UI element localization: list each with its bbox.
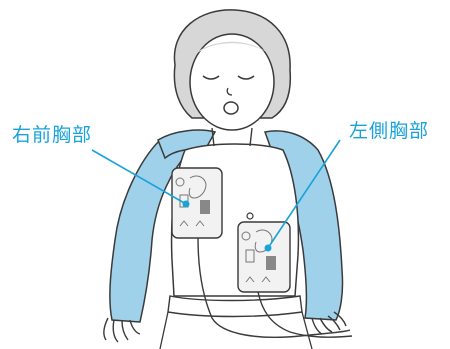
pad-left-side (237, 221, 291, 293)
head (173, 9, 292, 131)
callout-dot-right-chest (182, 200, 190, 208)
callout-line-left-chest (267, 139, 341, 249)
callout-line-right-chest (91, 149, 187, 205)
towel-left (109, 129, 217, 323)
callout-dot-left-chest (264, 244, 272, 252)
towel-right (264, 130, 344, 321)
right-hand (311, 311, 347, 335)
label-left-chest: 左側胸部 (349, 120, 430, 142)
label-right-chest: 右前胸部 (12, 124, 93, 146)
waistband (167, 295, 303, 318)
pad-right-chest (171, 167, 223, 239)
electrode-cable (197, 237, 351, 338)
left-hand (103, 317, 141, 343)
